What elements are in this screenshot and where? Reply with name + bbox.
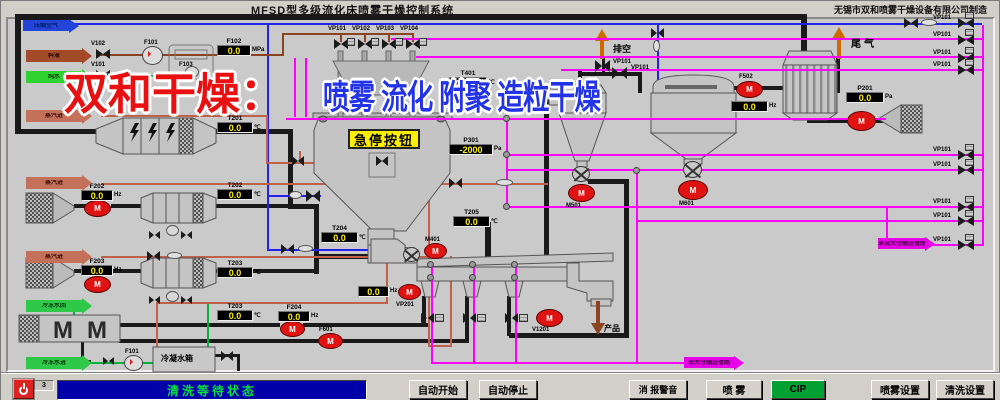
counter-box: 3 [34, 380, 54, 391]
spray-settings-button[interactable]: 喷雾设置 [871, 380, 929, 399]
diagram-area [6, 17, 995, 372]
auto-stop-button[interactable]: 自动停止 [479, 380, 537, 399]
spray-button[interactable]: 喷 雾 [706, 380, 762, 399]
power-button[interactable] [13, 379, 34, 399]
cip-button[interactable]: CIP [771, 380, 825, 399]
title-bar: MFSD型多级流化床喷雾干燥控制系统 无锡市双和喷雾干燥设备有限公司制造 [1, 1, 999, 17]
company-name: 无锡市双和喷雾干燥设备有限公司制造 [833, 5, 987, 15]
mute-alarm-button[interactable]: 消 报警音 [629, 380, 687, 399]
bottom-bar: 3 清洗等待状态 自动开始 自动停止 消 报警音 喷 雾 CIP 喷雾设置 清洗… [1, 372, 1000, 400]
emergency-stop-button[interactable]: 急停按钮 [348, 129, 420, 149]
page-title: MFSD型多级流化床喷雾干燥控制系统 [251, 5, 455, 17]
status-message: 清洗等待状态 [57, 380, 367, 400]
clean-settings-button[interactable]: 清洗设置 [936, 380, 994, 399]
auto-start-button[interactable]: 自动开始 [409, 380, 467, 399]
